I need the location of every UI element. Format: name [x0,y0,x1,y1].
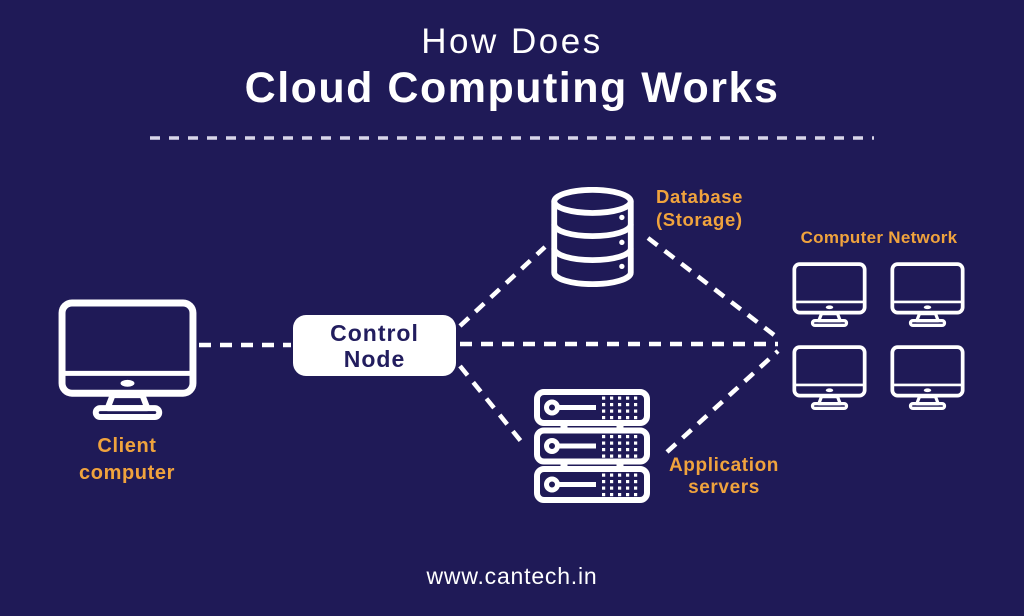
control-node: Control Node [293,315,456,376]
connector-control-node-to-database [458,245,547,328]
application-servers-label: Application servers [668,455,780,498]
monitor-icon [792,262,867,327]
connector-application-servers-to-computer-network [665,349,780,454]
connector-control-node-to-application-servers [458,364,526,447]
client-computer-label: Client computer [79,435,175,484]
connector-database-to-computer-network [646,236,780,340]
computer-network-label: Computer Network [800,228,958,247]
title-line-2: Cloud Computing Works [244,64,780,112]
monitor-icon [58,299,197,420]
monitor-icon [890,262,965,327]
title-line-1: How Does [421,22,603,61]
database-storage-label: Database (Storage) [656,186,744,230]
monitor-icon [792,345,867,410]
website-url: www.cantech.in [426,563,598,589]
monitor-icon [890,345,965,410]
database-cylinder-icon [548,187,637,287]
server-rack-icon [534,389,650,503]
